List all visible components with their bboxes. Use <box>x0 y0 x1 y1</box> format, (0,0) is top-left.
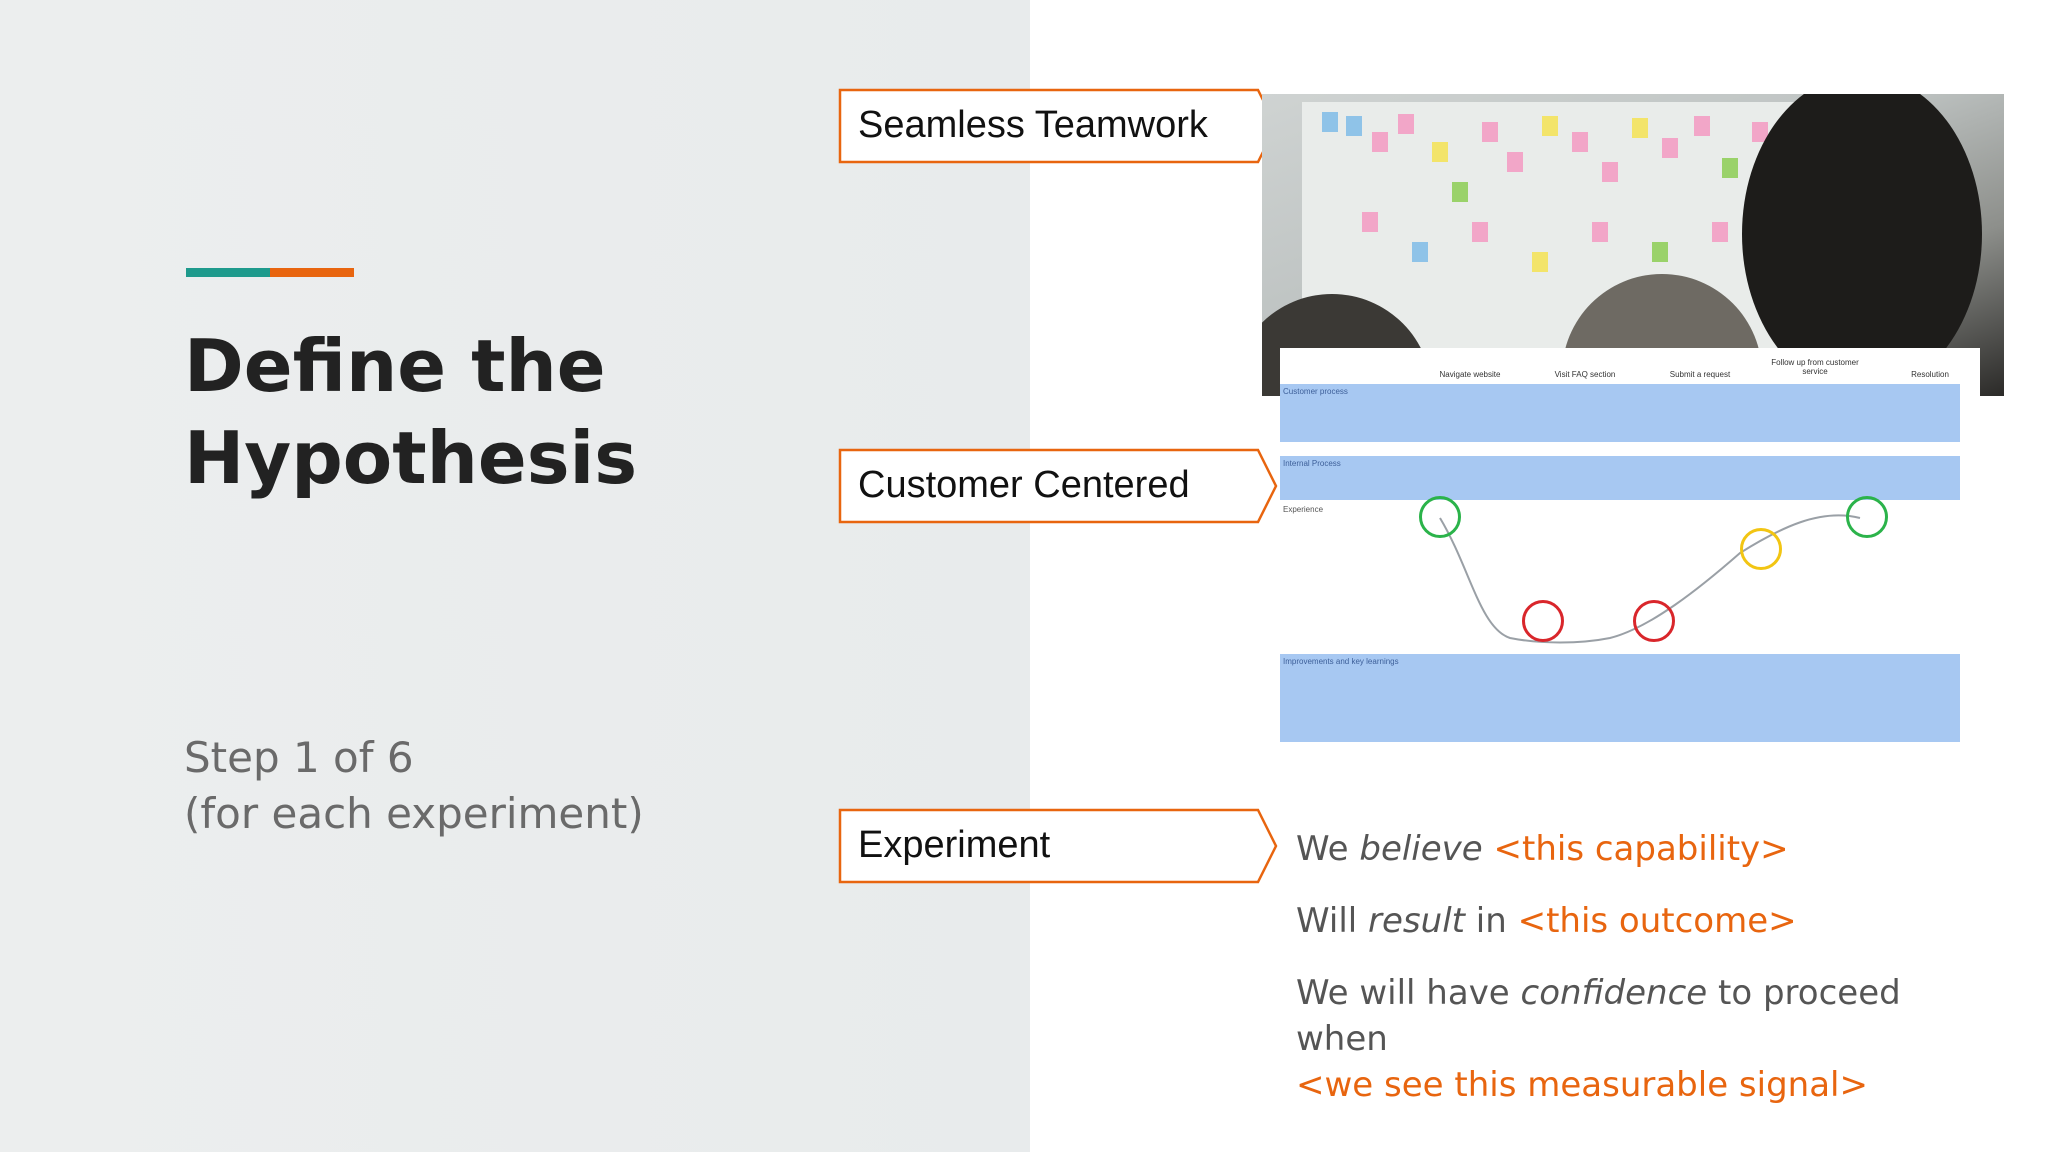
hyp-text: in <box>1464 901 1518 941</box>
hyp-emphasis: confidence <box>1520 973 1708 1013</box>
experience-curve <box>1439 514 1861 644</box>
journey-column-header: Resolution <box>1911 370 1949 379</box>
step-line-1: Step 1 of 6 <box>184 733 414 782</box>
hyp-placeholder: <we see this measurable signal> <box>1296 1065 1868 1105</box>
hyp-text: to proceed when <box>1296 973 1901 1059</box>
hypothesis-line-capability: We believe <this capability> <box>1296 826 1996 872</box>
tag-customer-centered: Customer Centered <box>838 448 1278 524</box>
journey-row-label: Experience <box>1283 505 1324 514</box>
slide-title: Define the Hypothesis <box>184 320 884 504</box>
step-indicator: Step 1 of 6 (for each experiment) <box>184 730 884 842</box>
journey-row-label: Improvements and key learnings <box>1283 657 1399 666</box>
sad-face-icon <box>1522 600 1564 642</box>
person-silhouette <box>1742 94 1982 394</box>
hypothesis-line-confidence: We will have confidence to proceed when … <box>1296 970 1996 1108</box>
tag-label: Experiment <box>858 824 1051 866</box>
sad-face-icon <box>1633 600 1675 642</box>
title-accent-bar <box>186 268 354 277</box>
hyp-placeholder: <this outcome> <box>1517 901 1797 941</box>
hyp-emphasis: believe <box>1359 829 1483 869</box>
title-line-1: Define the <box>184 324 606 408</box>
step-line-2: (for each experiment) <box>184 789 644 838</box>
customer-journey-map: Navigate website Visit FAQ section Submi… <box>1280 348 1980 744</box>
hypothesis-line-outcome: Will result in <this outcome> <box>1296 898 1996 944</box>
hyp-text: We will have <box>1296 973 1521 1013</box>
accent-orange-segment <box>270 268 354 277</box>
tag-arrow-shape <box>838 448 1278 524</box>
journey-row-customer-process: Customer process <box>1280 384 1960 442</box>
journey-row-label: Customer process <box>1283 387 1348 396</box>
journey-row-label: Internal Process <box>1283 459 1341 468</box>
hyp-placeholder: <this capability> <box>1482 829 1789 869</box>
journey-row-improvements: Improvements and key learnings <box>1280 654 1960 742</box>
tag-label: Seamless Teamwork <box>858 104 1208 146</box>
hyp-text: Will <box>1296 901 1369 941</box>
tag-experiment: Experiment <box>838 808 1278 884</box>
journey-column-header: Submit a request <box>1669 370 1731 379</box>
hyp-emphasis: result <box>1368 901 1465 941</box>
accent-teal-segment <box>186 268 270 277</box>
left-panel <box>0 0 1030 1152</box>
journey-column-header: Navigate website <box>1439 370 1501 379</box>
title-line-2: Hypothesis <box>184 416 638 500</box>
journey-column-header: Follow up from customer service <box>1771 358 1859 376</box>
journey-column-header: Visit FAQ section <box>1554 370 1616 379</box>
teamwork-photo <box>1262 94 2004 396</box>
journey-row-experience: Experience <box>1280 502 1960 652</box>
happy-face-icon <box>1846 496 1888 538</box>
tag-label: Customer Centered <box>858 464 1190 506</box>
journey-row-internal-process: Internal Process <box>1280 456 1960 500</box>
neutral-face-icon <box>1740 528 1782 570</box>
tag-arrow-shape <box>838 808 1278 884</box>
hyp-text: We <box>1296 829 1360 869</box>
happy-face-icon <box>1419 496 1461 538</box>
tag-seamless-teamwork: Seamless Teamwork <box>838 88 1278 164</box>
